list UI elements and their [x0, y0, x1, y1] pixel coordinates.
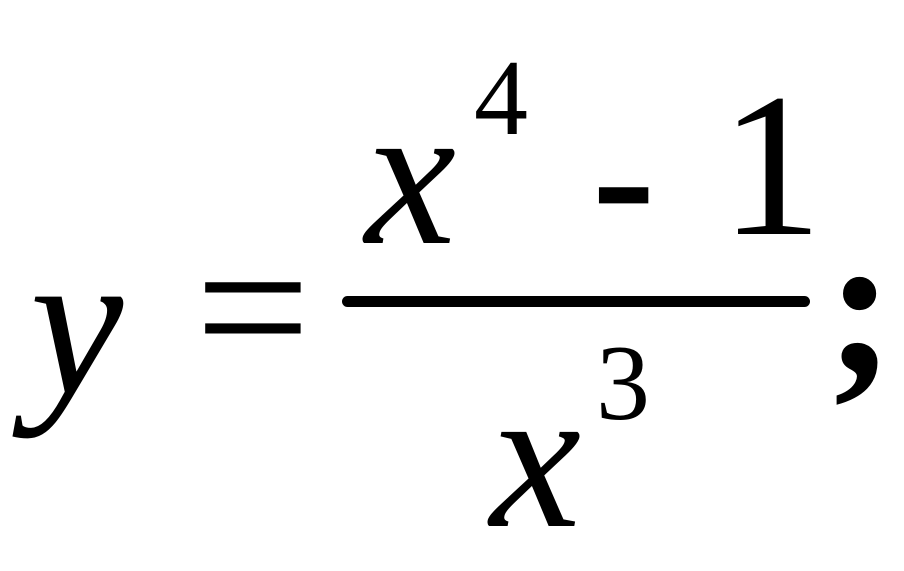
math-formula: y = x 4 - 1 x 3 ;: [30, 39, 895, 561]
fraction-bar: [342, 296, 810, 307]
formula-lhs-variable: y: [30, 207, 124, 439]
numerator-base: x: [365, 61, 456, 288]
semicolon: ;: [826, 191, 895, 418]
numerator-constant: 1: [720, 52, 823, 279]
denominator-base: x: [490, 344, 581, 571]
denominator-exponent: 3: [596, 324, 650, 443]
equals-sign: =: [195, 194, 311, 421]
numerator-minus-operator: -: [592, 72, 656, 282]
numerator-exponent: 4: [474, 39, 528, 158]
